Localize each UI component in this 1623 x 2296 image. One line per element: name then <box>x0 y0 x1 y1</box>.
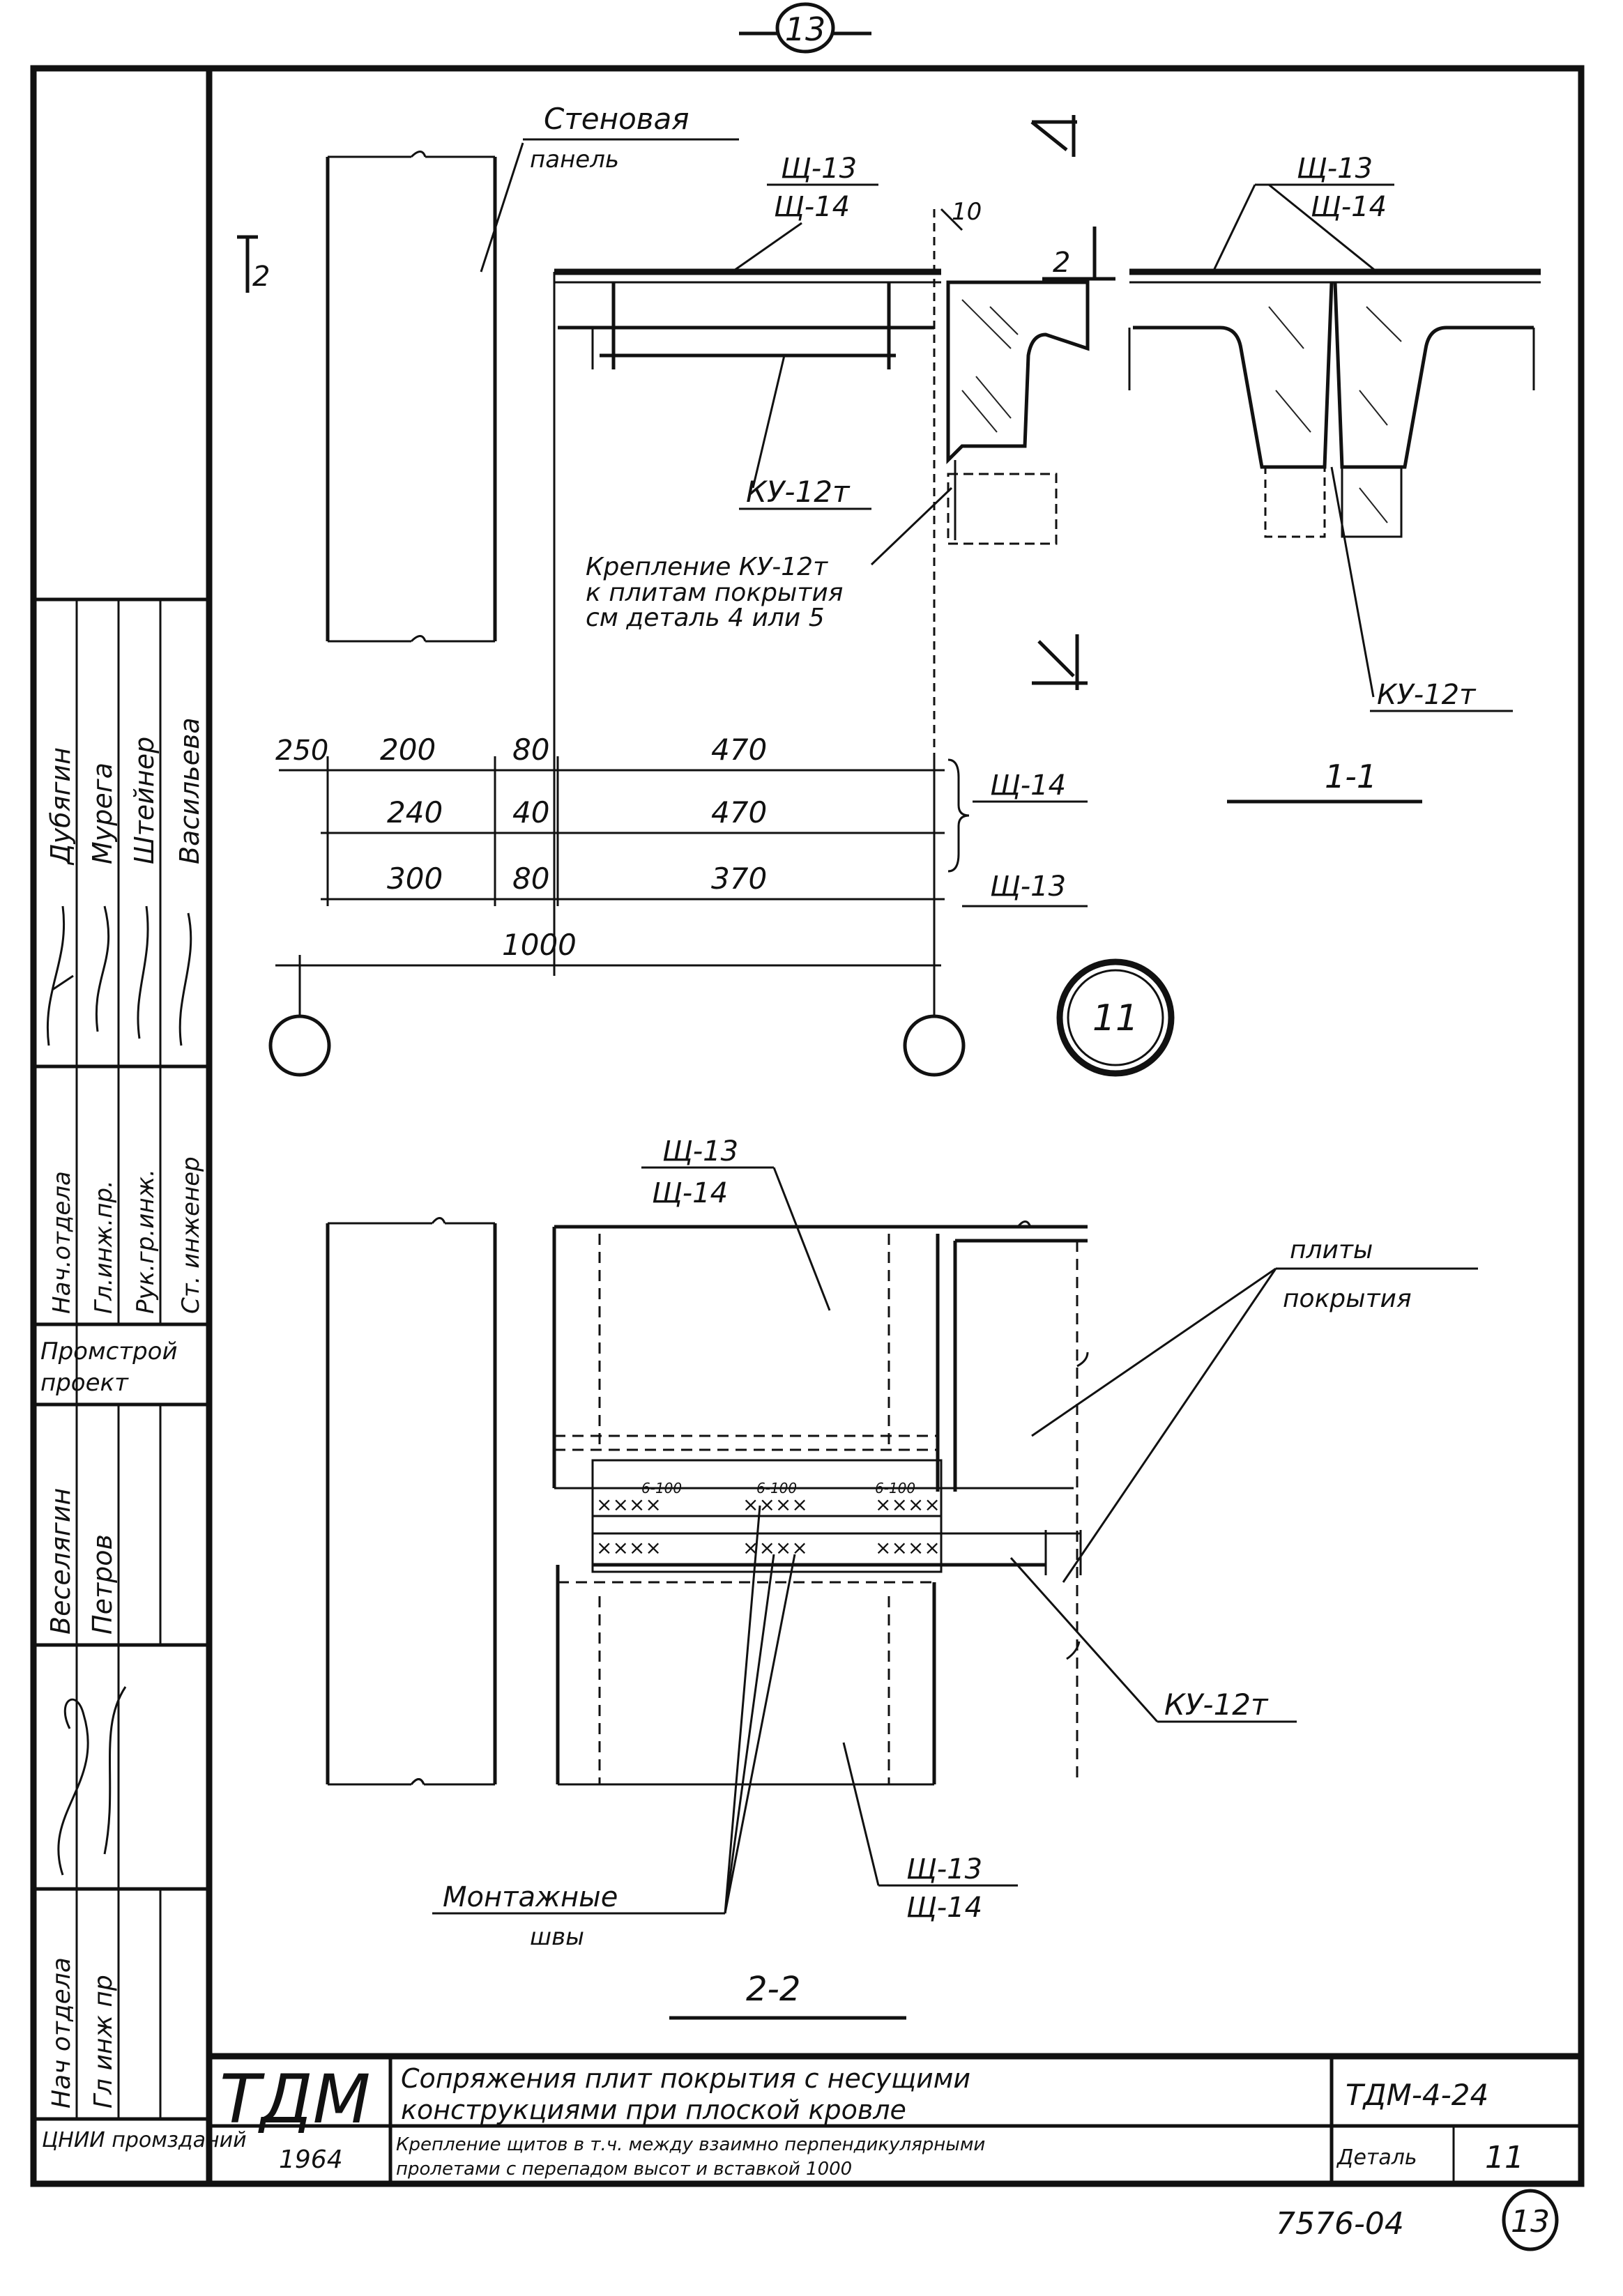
subtitle-line1: Крепление щитов в т.ч. между взаимно пер… <box>396 2134 985 2155</box>
note-line3: см деталь 4 или 5 <box>586 604 825 632</box>
strip-b2-3: Ст. инженер <box>177 1156 205 1314</box>
s22-beam-mark: КУ-12т <box>1164 1687 1269 1722</box>
wall-label-line2: панель <box>530 146 619 174</box>
section-cut-mark-left: 2 <box>237 235 270 293</box>
s11-title: 1-1 <box>1325 758 1377 795</box>
wall-label-line1: Стеновая <box>544 102 689 136</box>
signature-block3 <box>57 1686 127 1876</box>
title-code: ТДМ-4-24 <box>1346 2078 1488 2112</box>
dim-r1-mark: Щ-14 <box>990 770 1066 802</box>
weld-crosses-5: ×××× <box>742 1536 808 1559</box>
strip-org-line1: Промстрой <box>40 1338 178 1365</box>
detail-number-text: 11 <box>1092 997 1138 1039</box>
dim-r2-c2: 40 <box>512 795 549 829</box>
weld-crosses-6: ×××× <box>875 1536 940 1559</box>
weld-label-2: 6-100 <box>756 1480 797 1497</box>
plan-panel-mark-top: Щ-13 <box>781 153 857 185</box>
weld-crosses-4: ×××× <box>596 1536 662 1559</box>
wall-leader <box>480 142 524 273</box>
dim-r1-c4: 470 <box>711 733 767 767</box>
title-detail-value: 11 <box>1485 2140 1524 2175</box>
weld-crosses-1: ×××× <box>596 1493 662 1516</box>
section-cut-mark-left-text: 2 <box>252 261 270 293</box>
dim-r3-c3: 370 <box>711 862 767 896</box>
slabs-label-line2: покрытия <box>1283 1285 1412 1313</box>
strip-b1-1: Мурега <box>87 763 118 864</box>
s11-beam-mark: КУ-12т <box>1377 679 1477 711</box>
s22-mark-bottom: Щ-14 <box>652 1177 728 1209</box>
dim-r1-c3: 80 <box>512 733 549 767</box>
bottom-number: 7576-04 <box>1276 2206 1404 2242</box>
s22-mark-top: Щ-13 <box>662 1135 738 1168</box>
dimension-lines <box>275 756 1088 1018</box>
section-2-2: 6-100 6-100 6-100 ×××× ×××× ×××× ×××× ××… <box>326 1135 1478 2020</box>
dim-r3-mark: Щ-13 <box>990 871 1066 903</box>
plan-note: Крепление КУ-12т к плитам покрытия см де… <box>586 487 953 632</box>
strip-b2-2: Рук.гр.инж. <box>132 1169 160 1314</box>
section-cut-mark-1-top <box>1030 115 1077 157</box>
dim-r1-c1: 250 <box>275 735 328 767</box>
title-block: ТДМ 1964 Сопряжения плит покрытия с несу… <box>209 2053 1581 2184</box>
section-cut-mark-1-bottom <box>1032 634 1088 690</box>
title-line1: Сопряжения плит покрытия с несущими <box>401 2063 970 2094</box>
bottom-page-number: 13 <box>1502 2189 1559 2251</box>
signatures-block1 <box>46 905 192 1046</box>
subtitle-line2: пролетами с перепадом высот и вставкой 1… <box>396 2159 852 2180</box>
welds-label-line1: Монтажные <box>443 1881 618 1913</box>
title-detail-label: Деталь <box>1336 2145 1417 2170</box>
note-line1: Крепление КУ-12т <box>586 553 828 581</box>
s22-title: 2-2 <box>746 1970 800 2009</box>
sheet-frame <box>30 65 1585 2187</box>
s22-bottom-mark-top: Щ-13 <box>906 1853 982 1885</box>
top-page-number-text: 13 <box>785 10 826 48</box>
title-year: 1964 <box>279 2145 343 2174</box>
plan-view: Стеновая панель 2 Щ-13 Щ-14 10 <box>237 102 1115 1077</box>
axis-bubble-left <box>268 1014 331 1077</box>
beam-section-plan <box>946 280 1090 545</box>
deck-slab-plan <box>553 209 941 976</box>
strip-b3-1: Петров <box>87 1534 118 1635</box>
weld-crosses-2: ×××× <box>742 1493 808 1516</box>
left-title-strip: Дубягин Мурега Штейнер Васильева Нач.отд… <box>33 597 247 2152</box>
s11-mark-bottom: Щ-14 <box>1311 191 1387 223</box>
plan-gap-10: 10 <box>952 198 982 226</box>
dim-total: 1000 <box>502 928 577 962</box>
slabs-label-line1: плиты <box>1290 1236 1373 1264</box>
dim-r3-c2: 80 <box>512 862 549 896</box>
strip-b1-2: Штейнер <box>129 737 160 864</box>
dim-r2-c3: 470 <box>711 795 767 829</box>
section-cut-mark-2: 2 <box>1042 227 1115 281</box>
s22-bottom-mark-bottom: Щ-14 <box>906 1892 982 1924</box>
weld-label-1: 6-100 <box>641 1480 682 1497</box>
strip-b4-1: Гл инж пр <box>89 1975 118 2109</box>
weld-label-3: 6-100 <box>875 1480 915 1497</box>
strip-b3-0: Веселягин <box>45 1488 76 1635</box>
strip-org-line2: проект <box>40 1369 129 1397</box>
plan-beam-mark: КУ-12т <box>746 475 851 509</box>
strip-b4-0: Нач отдела <box>47 1957 76 2109</box>
dim-r2-c1: 240 <box>387 795 443 829</box>
note-line2: к плитам покрытия <box>586 579 843 607</box>
strip-b5: ЦНИИ промзданий <box>42 2128 247 2152</box>
plan-panel-mark-bottom: Щ-14 <box>774 191 850 223</box>
bottom-page-number-text: 13 <box>1511 2204 1550 2240</box>
title-line2: конструкциями при плоской кровле <box>401 2095 906 2125</box>
strip-b1-0: Дубягин <box>45 747 76 866</box>
welds-label-line2: швы <box>530 1923 584 1951</box>
s11-mark-top: Щ-13 <box>1297 153 1373 185</box>
title-logo: ТДМ <box>220 2060 370 2138</box>
weld-crosses-3: ×××× <box>875 1493 940 1516</box>
dim-r3-c1: 300 <box>387 862 443 896</box>
dim-r1-c2: 200 <box>380 733 436 767</box>
wall-panel <box>326 151 497 643</box>
detail-number-marker: 11 <box>1056 958 1175 1077</box>
strip-b1-3: Васильева <box>174 717 205 864</box>
strip-b2-0: Нач.отдела <box>48 1171 76 1314</box>
section-cut-mark-2-text: 2 <box>1053 247 1070 279</box>
axis-bubble-right <box>903 1014 966 1077</box>
strip-b2-1: Гл.инж.пр. <box>90 1180 118 1314</box>
section-1-1: Щ-13 Щ-14 КУ-12т 1-1 <box>1128 153 1541 804</box>
top-page-number: 13 <box>739 2 871 54</box>
